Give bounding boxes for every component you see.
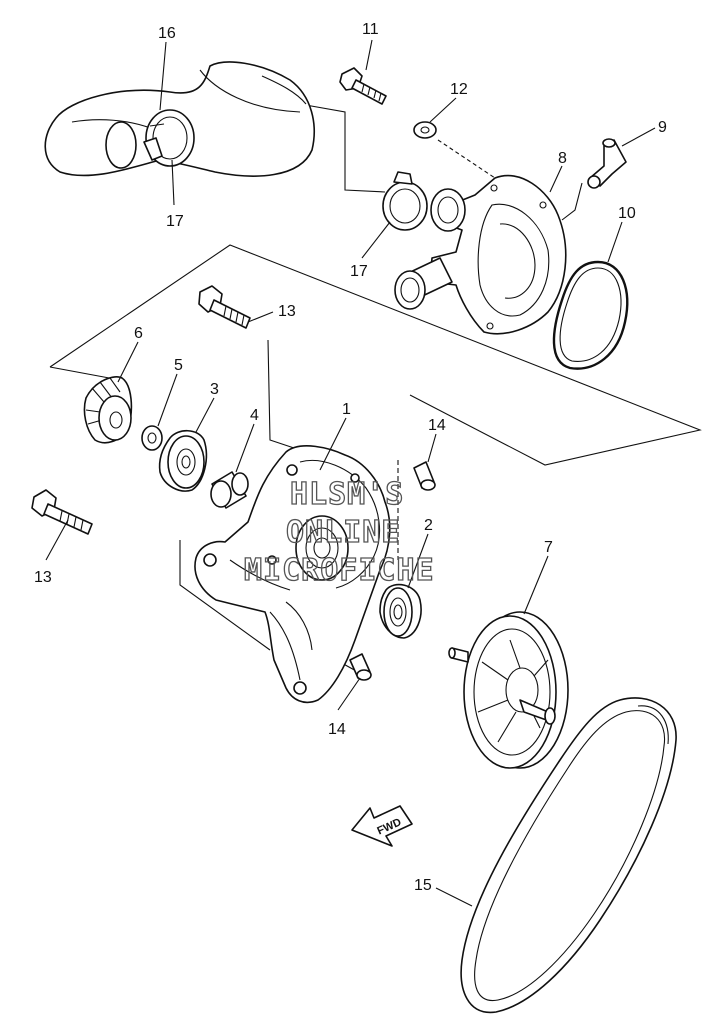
label-10: 10	[618, 205, 636, 222]
washer-5[interactable]	[141, 425, 163, 451]
label-12: 12	[450, 81, 468, 98]
bushing-4[interactable]	[210, 471, 249, 509]
label-5: 5	[174, 357, 183, 374]
dowel-pin-14-upper[interactable]	[413, 461, 436, 491]
label-16: 16	[158, 25, 176, 42]
assembly-guide-lines	[49, 103, 702, 673]
bearing-2[interactable]	[379, 583, 422, 639]
hose-clamp-17-lower[interactable]	[382, 171, 428, 231]
mechanical-seal-3[interactable]	[158, 429, 208, 492]
watermark-line-1: HLSM'S	[290, 477, 404, 512]
part-number-labels: 16 17 11 12 9 8 10 17 13 6 5 3 4 1 14 2 …	[34, 21, 667, 894]
o-ring-10[interactable]	[552, 260, 629, 370]
pulley-7[interactable]	[448, 611, 569, 769]
hose-clamp-17-upper[interactable]	[143, 109, 195, 167]
drive-belt-15[interactable]	[460, 697, 677, 1014]
label-11: 11	[362, 21, 379, 38]
label-4: 4	[250, 407, 259, 424]
bolt-11[interactable]	[339, 67, 387, 105]
pump-housing-1[interactable]	[194, 445, 391, 704]
label-13-lower: 13	[34, 569, 52, 586]
watermark-line-3: MICROFICHE	[244, 553, 435, 588]
label-15: 15	[414, 877, 432, 894]
bolt-13-upper[interactable]	[198, 285, 251, 329]
bolt-13-lower[interactable]	[31, 489, 93, 535]
label-17-lower: 17	[350, 263, 368, 280]
label-13-upper: 13	[278, 303, 296, 320]
watermark: HLSM'S ONLINE MICROFICHE	[243, 476, 435, 588]
water-pump-cover-8[interactable]	[394, 174, 567, 335]
label-17-upper: 17	[166, 213, 184, 230]
label-8: 8	[558, 150, 567, 167]
label-3: 3	[210, 381, 219, 398]
washer-12[interactable]	[413, 121, 437, 139]
elbow-fitting-9[interactable]	[587, 138, 627, 189]
watermark-line-2: ONLINE	[286, 515, 400, 550]
leader-lines	[45, 39, 656, 907]
label-6: 6	[134, 325, 143, 342]
label-14-lower: 14	[328, 721, 346, 738]
impeller-6[interactable]	[83, 376, 133, 444]
dowel-pin-14-lower[interactable]	[349, 653, 372, 681]
label-1: 1	[342, 401, 351, 418]
forward-direction-arrow: FWD	[351, 805, 413, 847]
label-7: 7	[544, 539, 553, 556]
label-9: 9	[658, 119, 667, 136]
label-2: 2	[424, 517, 433, 534]
label-14-upper: 14	[428, 417, 446, 434]
